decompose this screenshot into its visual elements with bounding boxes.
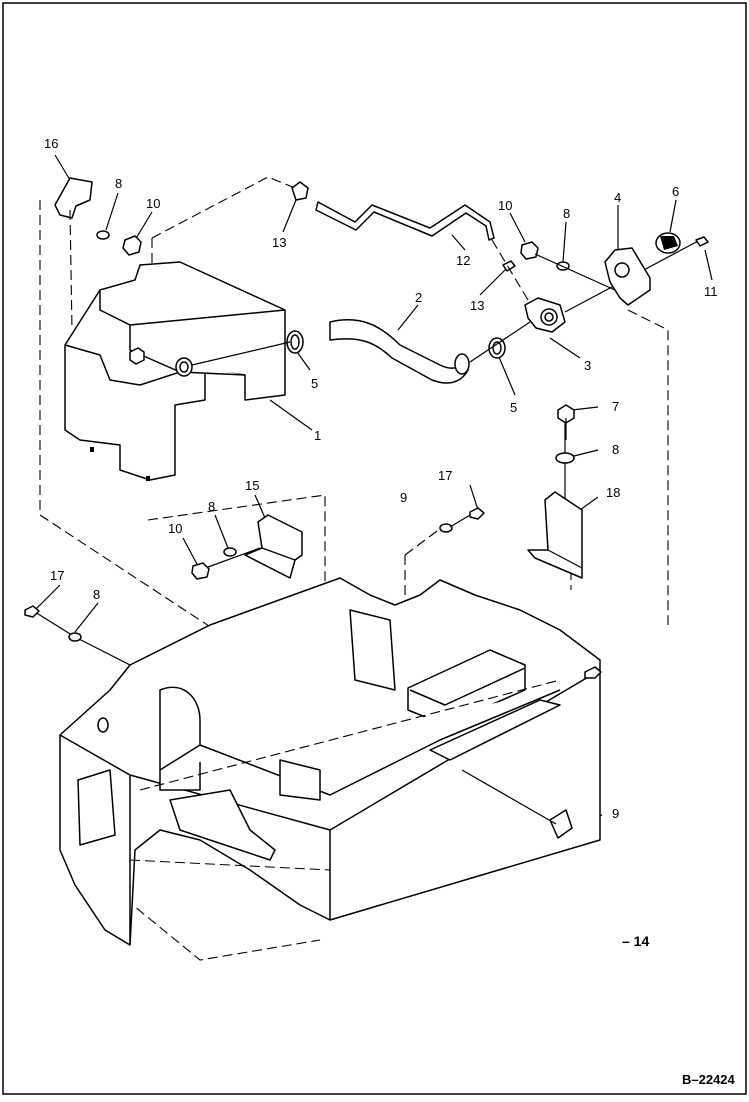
callout-10: 10 [168,521,182,536]
callout-3: 3 [584,358,591,373]
callout-9: 9 [400,490,407,505]
bracket-15 [244,514,303,579]
callout-18: 18 [606,485,620,500]
callout-8: 8 [208,499,215,514]
breather-tube-12 [291,181,529,301]
figure-reference: – 14 [622,933,650,949]
callout-16: 16 [44,136,58,151]
callout-8: 8 [612,442,619,457]
callout-17: 17 [438,468,452,483]
bracket-18 [527,491,583,579]
mounting-plate-4 [604,247,651,306]
callout-10: 10 [146,196,160,211]
bolt-washer-left [24,605,82,642]
callout-13: 13 [272,235,286,250]
callout-2: 2 [415,290,422,305]
callout-8: 8 [563,206,570,221]
bracket-16 [54,177,93,331]
washer-nut-upper-left [96,230,142,256]
washer-nut-upper-right [520,241,616,291]
filler-neck-3 [469,239,701,363]
document-id: B–22424 [682,1072,735,1087]
screw-9-bottom [461,769,573,839]
callout-15: 15 [245,478,259,493]
bolt-washer-mid [439,507,485,533]
callout-7: 7 [612,399,619,414]
washer-nut-mid-left [191,547,261,580]
callout-labels: 16 8 10 13 12 10 8 4 6 11 13 2 5 3 5 1 7… [44,136,718,821]
callout-8: 8 [115,176,122,191]
filler-cap-6 [655,232,681,254]
callout-9: 9 [612,806,619,821]
reservoir-tank-1 [64,261,286,481]
callout-11: 11 [704,284,718,299]
screw-11 [695,236,709,247]
callout-12: 12 [456,253,470,268]
hose-clamp-5-right [488,337,506,359]
callout-4: 4 [614,190,621,205]
callout-6: 6 [672,184,679,199]
hose-clamp-5-left [191,330,304,366]
hose-2 [329,319,470,384]
main-frame [59,577,602,946]
bolt-7-washer-8 [555,404,575,464]
callout-8: 8 [93,587,100,602]
callout-5: 5 [510,400,517,415]
callout-13: 13 [470,298,484,313]
callout-10: 10 [498,198,512,213]
callout-5: 5 [311,376,318,391]
callout-17: 17 [50,568,64,583]
callout-1: 1 [314,428,321,443]
